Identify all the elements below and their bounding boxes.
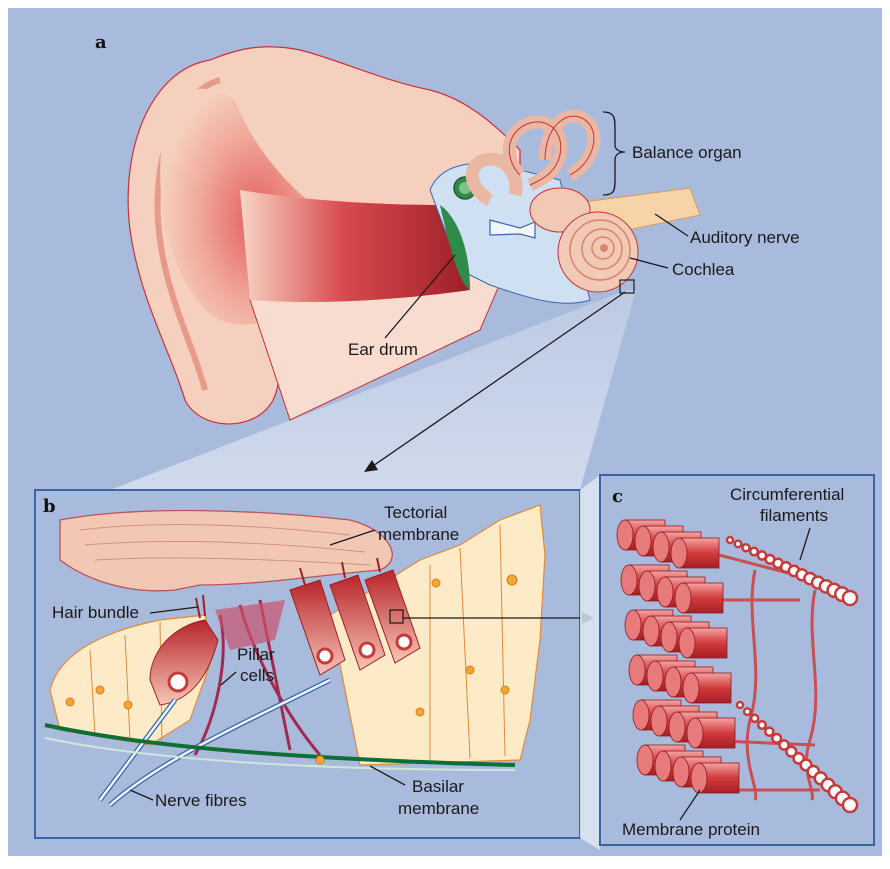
filament-bead <box>843 591 857 605</box>
protein-cylinder <box>683 673 731 703</box>
label-pillar-2: cells <box>240 666 274 685</box>
protein-cylinder <box>675 583 723 613</box>
filament-bead <box>744 708 751 715</box>
filament-bead <box>751 715 758 722</box>
zoom-cone-b-to-c <box>580 475 600 850</box>
label-circumferential-2: filaments <box>760 506 828 525</box>
label-auditory-nerve: Auditory nerve <box>690 228 800 247</box>
label-tectorial-2: membrane <box>378 525 459 544</box>
filament-bead <box>758 721 766 729</box>
filament-bead <box>765 728 773 736</box>
label-basilar-2: membrane <box>398 799 479 818</box>
panel-a-letter: a <box>95 32 107 53</box>
filament-bead <box>727 537 733 543</box>
protein-cylinder <box>687 718 735 748</box>
inner-hair-cell-nucleus <box>169 673 187 691</box>
label-hair-bundle: Hair bundle <box>52 603 139 622</box>
label-circumferential-1: Circumferential <box>730 485 844 504</box>
label-ear-drum: Ear drum <box>348 340 418 359</box>
ear-canal <box>240 190 470 302</box>
label-balance-organ: Balance organ <box>632 143 742 162</box>
label-pillar-1: Pillar <box>237 645 275 664</box>
filament-bead <box>843 798 857 812</box>
label-nerve-fibres: Nerve fibres <box>155 791 247 810</box>
protein-cylinder <box>679 628 727 658</box>
label-cochlea: Cochlea <box>672 260 735 279</box>
panel-c-letter: c <box>612 486 623 507</box>
label-membrane-protein: Membrane protein <box>622 820 760 839</box>
filament-bead <box>735 541 742 548</box>
panel-b-letter: b <box>43 496 56 517</box>
label-tectorial-1: Tectorial <box>384 503 447 522</box>
filament-bead <box>742 544 749 551</box>
filament-bead <box>737 702 743 708</box>
protein-cylinder <box>691 763 739 793</box>
filament-bead <box>750 548 758 556</box>
label-basilar-1: Basilar <box>412 777 464 796</box>
protein-cylinder <box>671 538 719 568</box>
